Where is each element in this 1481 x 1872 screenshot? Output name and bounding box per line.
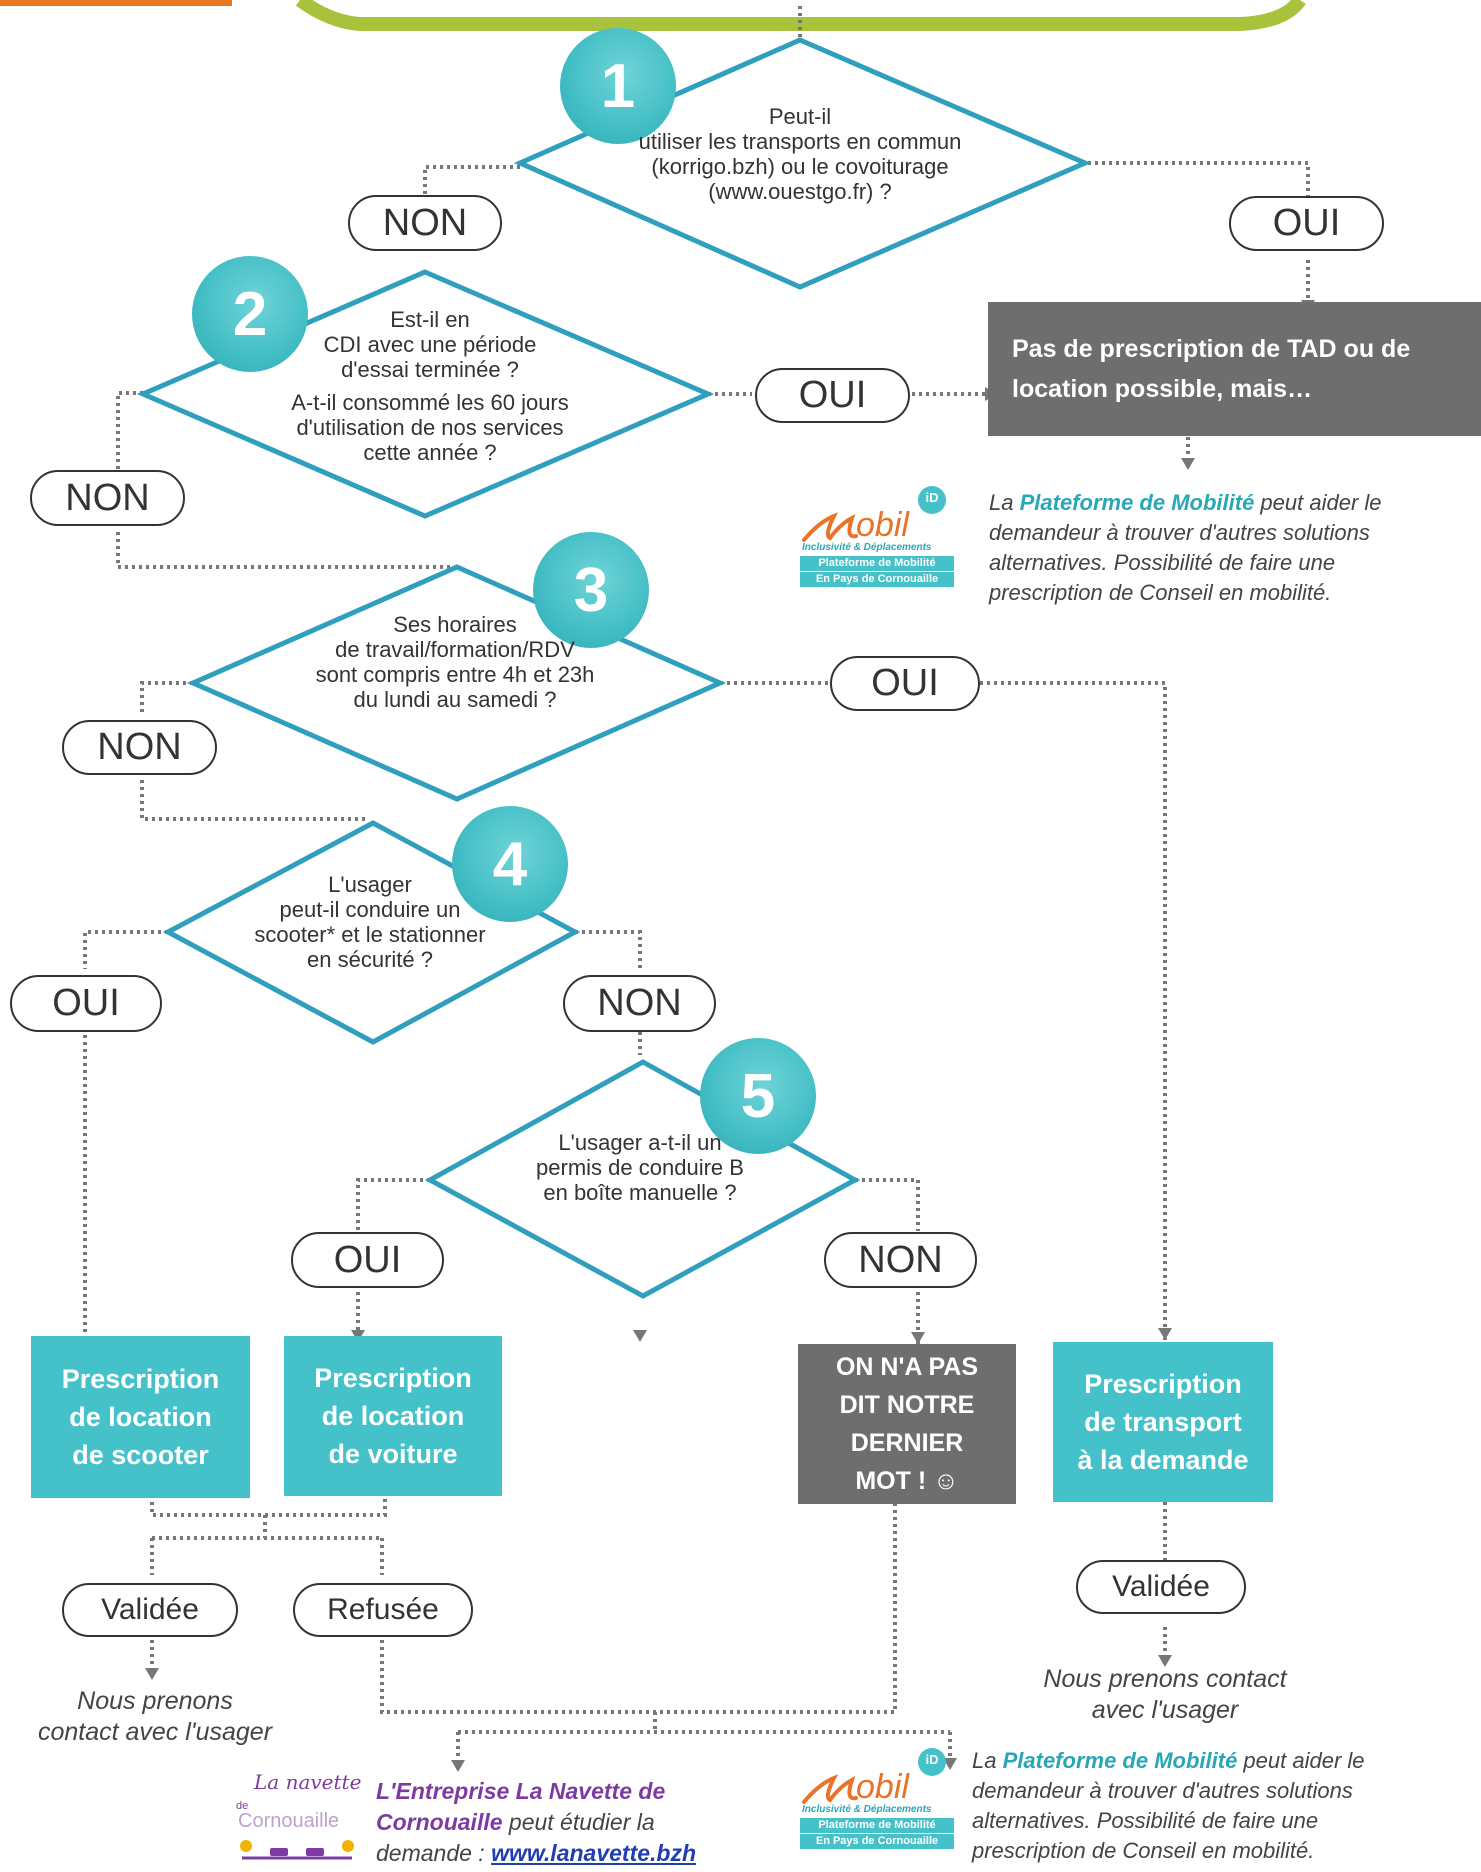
navette-logo-graphic (240, 1840, 354, 1860)
note-navette: L'Entreprise La Navette de Cornouaille p… (376, 1778, 697, 1866)
answer-validee-location: Validée (62, 1583, 238, 1637)
step-number-5: 5 (700, 1038, 816, 1154)
answer-refusee-location: Refusée (293, 1583, 473, 1637)
mobil-logo-line1-bottom: Plateforme de Mobilité (818, 1819, 936, 1831)
box-no-prescription: Pas de prescription de TAD ou de locatio… (988, 302, 1481, 436)
mobil-logo-line1: Plateforme de Mobilité (818, 557, 936, 569)
mobil-logo-graphic-bottom (800, 1748, 954, 1849)
answer-q2-oui: OUI (755, 368, 910, 423)
top-left-accent (0, 0, 232, 6)
navette-logo: La navette de Cornouaille (228, 1770, 366, 1866)
answer-q3-oui: OUI (830, 656, 980, 711)
answer-q1-oui: OUI (1229, 196, 1384, 251)
mobil-logo-badge-bottom: iD (925, 1752, 939, 1767)
answer-q5-oui: OUI (291, 1232, 444, 1288)
answer-q4-oui: OUI (10, 975, 162, 1032)
answer-q3-non: NON (62, 720, 217, 775)
answer-q2-non: NON (30, 470, 185, 526)
answer-q5-non: NON (824, 1232, 977, 1288)
note-plateforme-top: La Plateforme de Mobilité peut aider le … (989, 490, 1382, 605)
navette-logo-name: Cornouaille (238, 1810, 340, 1832)
mobil-logo-graphic (800, 486, 954, 587)
note-plateforme-bottom: La Plateforme de Mobilité peut aider le … (972, 1748, 1365, 1863)
step-number-3: 3 (533, 532, 649, 648)
mobil-logo-word-bottom: obil (856, 1768, 909, 1806)
mobil-logo-tagline-bottom: Inclusivité & Déplacements (802, 1804, 932, 1815)
mobil-logo-tagline: Inclusivité & Déplacements (802, 542, 932, 553)
answer-q4-non: NON (563, 975, 716, 1032)
navette-logo-script: La navette (254, 1770, 362, 1794)
mobil-logo-line2-bottom: En Pays de Cornouaille (815, 1835, 939, 1847)
navette-logo-de: de (236, 1800, 249, 1812)
answer-q1-non: NON (348, 195, 502, 251)
navette-website-link[interactable]: www.lanavette.bzh (491, 1840, 697, 1866)
connectors (83, 6, 1310, 1760)
mobil-id-logo-bottom: obil iD Inclusivité & Déplacements Plate… (796, 1740, 958, 1858)
step-number-2: 2 (192, 256, 308, 372)
mobil-logo-word: obil (856, 506, 909, 544)
mobil-id-logo-top: obil iD Inclusivité & Déplacements Plate… (796, 478, 958, 596)
answer-validee-tad: Validée (1076, 1560, 1246, 1614)
title-bar-edge (295, 0, 1306, 31)
step-number-1: 1 (560, 28, 676, 144)
mobil-logo-line2: En Pays de Cornouaille (815, 573, 939, 585)
step-number-4: 4 (452, 806, 568, 922)
mobil-logo-badge: iD (925, 490, 939, 505)
